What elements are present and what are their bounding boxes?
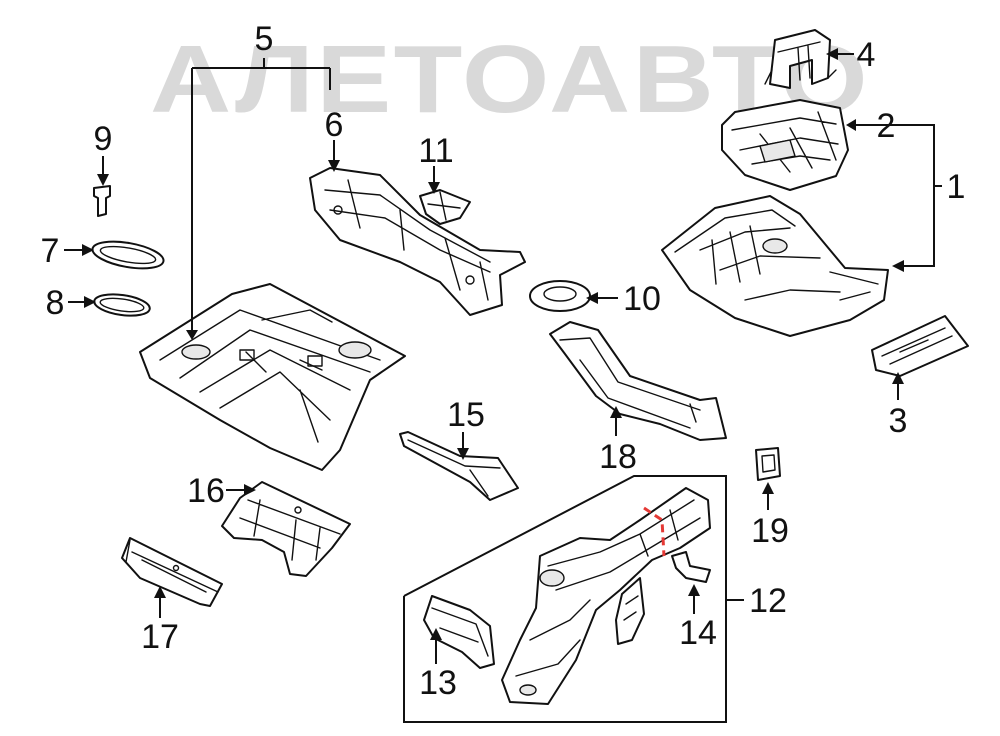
callout-8: 8: [46, 284, 65, 322]
callout-19: 19: [751, 512, 789, 550]
callout-14: 14: [679, 614, 717, 652]
callout-2: 2: [877, 107, 896, 145]
part-13-bracket: [423, 595, 495, 669]
part-17-bracket: [121, 537, 223, 607]
callout-15: 15: [447, 396, 485, 434]
part-10-plug: [529, 280, 591, 312]
part-19-patch: [755, 447, 781, 481]
callout-3: 3: [889, 402, 908, 440]
part-6-crossmember: [309, 167, 526, 316]
callout-6: 6: [325, 106, 344, 144]
part-12-inner-panel: [615, 577, 645, 645]
callout-12: 12: [749, 582, 787, 620]
callout-16: 16: [187, 472, 225, 510]
callout-1: 1: [947, 168, 966, 206]
part-15-rail: [399, 431, 519, 501]
callout-18: 18: [599, 438, 637, 476]
callout-9: 9: [94, 120, 113, 158]
part-2-floor-pan: [721, 99, 849, 191]
callout-17: 17: [141, 618, 179, 656]
part-12-rail: [501, 487, 711, 705]
part-7-gasket: [91, 240, 165, 270]
callout-7: 7: [41, 232, 60, 270]
callout-5: 5: [255, 20, 274, 58]
part-8-seal: [93, 293, 151, 317]
part-14-bracket: [671, 551, 711, 583]
cut-line: [643, 506, 666, 557]
callout-10: 10: [623, 280, 661, 318]
callout-4: 4: [857, 36, 876, 74]
part-1-rear-floor: [661, 195, 889, 337]
part-5-floor-panel: [139, 283, 406, 471]
part-16-bracket: [221, 481, 351, 577]
callout-11: 11: [418, 132, 453, 170]
part-4-bracket: [764, 29, 837, 89]
part-11-bracket: [419, 189, 471, 225]
part-3-panel: [871, 315, 969, 377]
callout-13: 13: [419, 664, 457, 702]
part-9-bolt: [93, 185, 111, 217]
part-18-rail: [549, 321, 727, 441]
